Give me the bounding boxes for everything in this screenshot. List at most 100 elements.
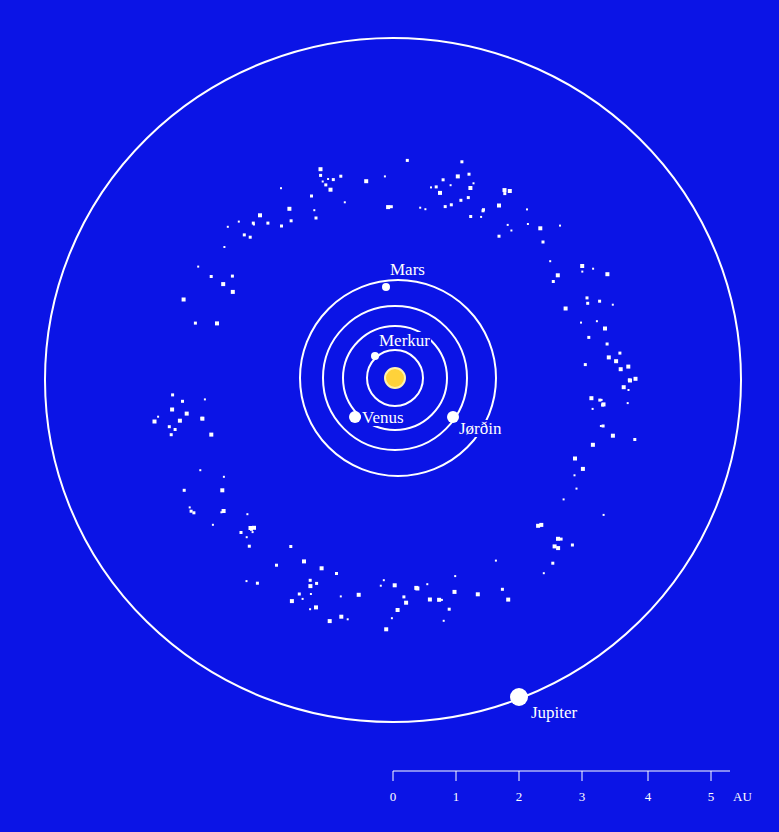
asteroid [240, 531, 243, 534]
asteroid [592, 268, 594, 270]
asteroid [438, 191, 442, 195]
scale-tick [393, 771, 394, 781]
earth-orbit [323, 306, 467, 450]
asteroid [220, 488, 224, 492]
asteroid [344, 201, 346, 203]
asteroid [252, 531, 254, 533]
asteroid [468, 173, 471, 176]
asteroid [298, 593, 301, 596]
asteroid [527, 223, 529, 225]
asteroid [287, 207, 291, 211]
asteroid [454, 575, 456, 577]
asteroid [506, 598, 510, 602]
asteroid [442, 178, 445, 181]
asteroid [404, 601, 408, 605]
asteroid [596, 320, 598, 322]
asteroid [508, 189, 512, 193]
asteroid [223, 246, 225, 248]
asteroid [480, 216, 482, 218]
scale-number: 5 [707, 790, 716, 803]
asteroid [586, 302, 589, 305]
asteroid [320, 566, 324, 570]
asteroid [390, 205, 393, 208]
asteroid [510, 230, 512, 232]
asteroid [275, 564, 278, 567]
planet-label: Jørðin [458, 420, 503, 437]
asteroid [380, 585, 382, 587]
asteroid [614, 359, 618, 363]
asteroid [574, 474, 576, 476]
scale-number: 0 [389, 790, 398, 803]
asteroid [396, 608, 400, 612]
asteroid [603, 514, 605, 516]
jupiter-orbit [45, 38, 741, 722]
asteroid [581, 467, 585, 471]
asteroid [549, 260, 551, 262]
asteroid [634, 377, 638, 381]
asteroid [476, 592, 480, 596]
venus-orbit [343, 326, 447, 430]
asteroid [210, 275, 213, 278]
scale-number: 3 [578, 790, 587, 803]
asteroid [309, 608, 311, 610]
asteroid [435, 185, 438, 188]
asteroid [602, 402, 606, 406]
asteroid [426, 583, 428, 585]
asteroid [459, 199, 462, 202]
asteroid [310, 195, 313, 198]
asteroid-belt [153, 159, 638, 631]
asteroid [584, 363, 587, 366]
sun [385, 368, 405, 388]
asteroid [315, 217, 318, 220]
asteroid [246, 513, 248, 515]
asteroid [258, 213, 262, 217]
asteroid [441, 599, 443, 601]
asteroid [473, 182, 475, 184]
asteroid [598, 300, 601, 303]
asteroid [552, 280, 555, 283]
asteroid [601, 404, 604, 407]
asteroid [556, 537, 560, 541]
orbits [45, 38, 741, 722]
asteroid [576, 488, 578, 490]
asteroid [227, 226, 229, 228]
asteroid [467, 196, 470, 199]
asteroid [384, 627, 388, 631]
asteroid [443, 620, 445, 622]
asteroid [183, 489, 186, 492]
asteroid [231, 290, 235, 294]
asteroid [194, 322, 197, 325]
scale-bar [393, 771, 730, 781]
planet-label: Jupiter [530, 704, 578, 721]
asteroid [428, 598, 432, 602]
asteroid [414, 586, 418, 590]
asteroid [586, 296, 589, 299]
asteroid [589, 396, 593, 400]
asteroid [456, 174, 460, 178]
asteroid [189, 506, 191, 508]
asteroid [347, 618, 349, 620]
asteroid [364, 179, 368, 183]
asteroid [383, 579, 385, 581]
asteroid [185, 412, 189, 416]
asteroid [393, 583, 397, 587]
asteroid [591, 443, 595, 447]
asteroid [220, 511, 222, 513]
asteroid [319, 167, 323, 171]
asteroid [327, 178, 329, 180]
asteroid [391, 617, 393, 619]
asteroid [559, 225, 561, 227]
asteroid [170, 433, 173, 436]
asteroid [280, 187, 282, 189]
asteroid [310, 593, 312, 595]
asteroid [469, 215, 472, 218]
asteroid [153, 420, 157, 424]
asteroid [551, 562, 554, 565]
asteroid [444, 205, 447, 208]
asteroid [256, 582, 259, 585]
asteroid [507, 224, 509, 226]
asteroid [324, 183, 327, 186]
asteroid [178, 419, 182, 423]
asteroid [580, 264, 584, 268]
venus-planet [349, 411, 361, 423]
